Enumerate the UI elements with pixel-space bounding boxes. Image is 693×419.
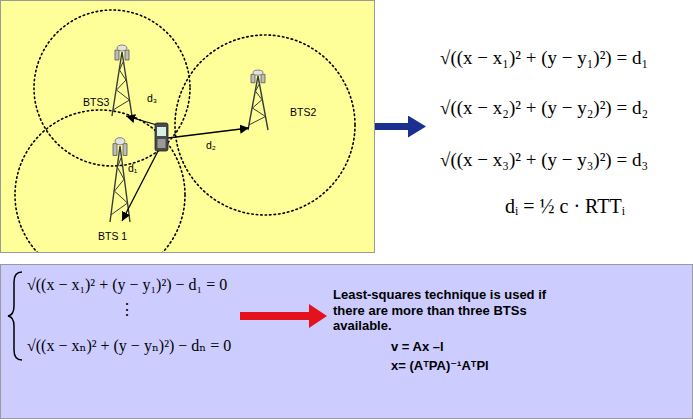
coverage-circle <box>175 35 355 215</box>
phone-body <box>155 123 168 151</box>
station-label: BTS 1 <box>98 230 127 242</box>
least-squares-panel: √((x − x₁)² + (y − y₁)²) − d₁ = 0 ⋮ √((x −… <box>0 264 693 419</box>
flow-arrow <box>375 123 416 130</box>
distance-formula: dᵢ = ½ c · RTTᵢ <box>505 195 625 218</box>
coverage-circle <box>15 110 185 252</box>
system-equation: √((x − xₙ)² + (y − yₙ)²) − dₙ = 0 <box>27 336 231 355</box>
coverage-circles <box>15 10 355 252</box>
range-equation: √((x − x₃)² + (y − y₃)²) = d₃ <box>440 149 648 171</box>
phone-icon <box>155 123 168 151</box>
system-brace <box>8 272 22 360</box>
range-equation: √((x − x₁)² + (y − y₁)²) = d₁ <box>440 47 648 69</box>
tower-symbol <box>110 138 130 222</box>
station-label: BTS2 <box>290 106 316 118</box>
coverage-circle <box>34 10 190 166</box>
equation-system: √((x − x₁)² + (y − y₁)²) − d₁ = 0 ⋮ √((x −… <box>5 269 240 363</box>
station-label: BTS3 <box>83 96 109 108</box>
phone-keypad <box>158 139 166 148</box>
range-equations: √((x − x₁)² + (y − y₁)²) = d₁ √((x − x₂)²… <box>426 28 659 228</box>
residual-formula: v = Ax –l <box>391 339 444 354</box>
distance-label: d₁ <box>128 162 137 174</box>
range-line <box>168 128 249 138</box>
distance-label: d₂ <box>206 139 216 151</box>
ellipsis-mark: ⋮ <box>119 300 135 319</box>
distance-label: d₃ <box>147 92 157 104</box>
illustration-panel: BTS3 d₃ BTS2 d₂ d₁ BTS 1 <box>0 0 375 253</box>
range-lines <box>122 116 249 221</box>
range-line <box>122 151 158 221</box>
tower-symbol <box>248 70 268 130</box>
tower-symbol <box>112 45 132 116</box>
flow-arrow <box>240 312 317 320</box>
range-line <box>126 116 157 125</box>
system-equation: √((x − x₁)² + (y − y₁)²) − d₁ = 0 <box>27 276 227 294</box>
phone-screen <box>157 127 166 136</box>
range-equation: √((x − x₂)² + (y − y₂)²) = d₂ <box>440 97 648 119</box>
method-text: Least-squares technique is used if there… <box>333 287 578 334</box>
solution-formula: x= (AᵀPA)⁻¹AᵀPl <box>391 358 489 373</box>
method-note: Least-squares technique is used if there… <box>327 281 584 379</box>
